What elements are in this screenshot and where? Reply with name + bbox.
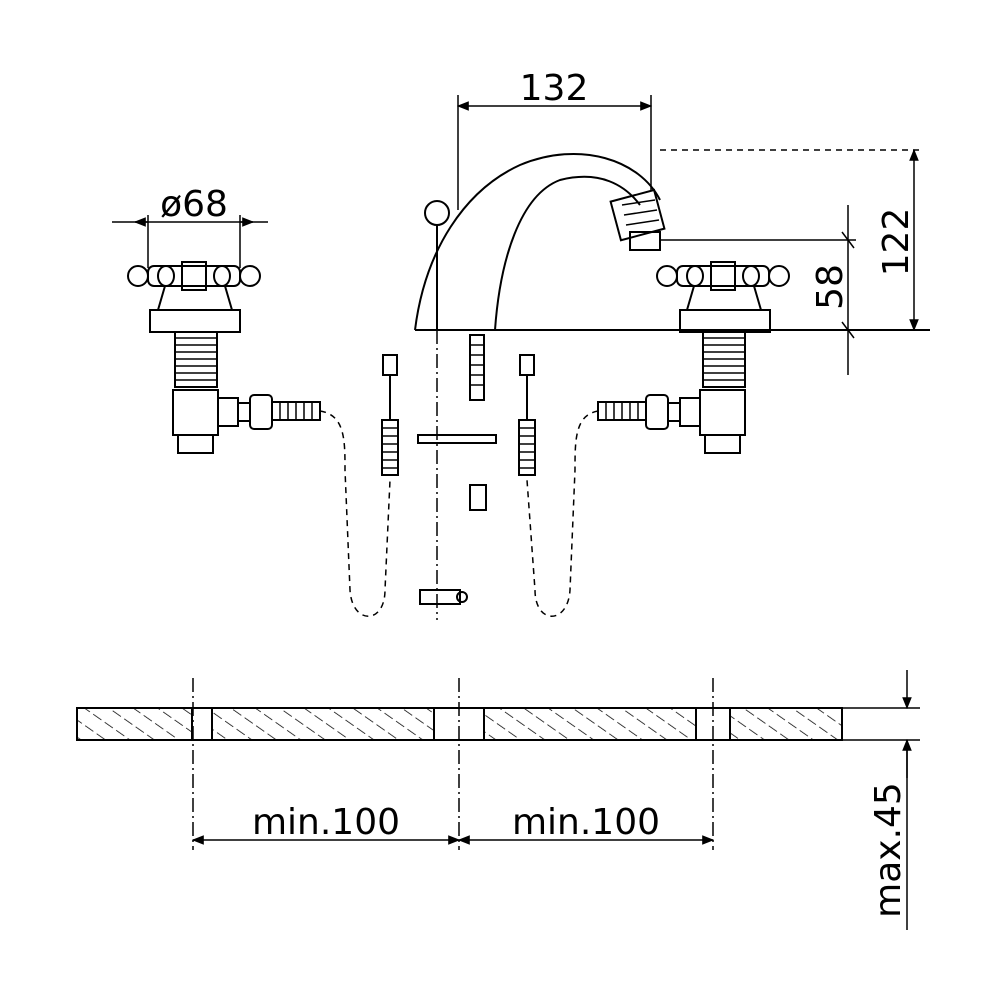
spout-body: [414, 153, 930, 331]
left-hose: [319, 410, 391, 617]
swivel-nozzle: [609, 188, 666, 251]
dim-handle-diameter: ø68: [112, 184, 268, 268]
deck-centerlines: [192, 678, 714, 850]
popup-rod: [417, 330, 497, 620]
dim-spacing-left-label: min.100: [252, 802, 400, 843]
right-handle: [597, 261, 790, 454]
left-hose-connector: [381, 354, 399, 476]
dim-spacing-left: min.100: [191, 802, 461, 845]
dim-handle-diameter-label: ø68: [160, 184, 228, 225]
dim-spout-height-label: 58: [810, 264, 851, 310]
dim-spout-reach: 132: [456, 68, 653, 210]
dim-spout-reach-label: 132: [520, 68, 589, 109]
right-hose: [526, 410, 599, 617]
dim-total-height: 122: [660, 148, 920, 332]
deck-section: [76, 707, 920, 741]
dim-spout-height: 58: [660, 205, 856, 375]
left-handle: [127, 261, 321, 454]
right-hose-connector: [518, 354, 536, 476]
dim-deck-thickness: max.45: [868, 670, 912, 930]
dim-spacing-right-label: min.100: [512, 802, 660, 843]
dim-total-height-label: 122: [876, 208, 917, 277]
dim-deck-thickness-label: max.45: [868, 782, 909, 918]
dim-spacing-right: min.100: [457, 802, 715, 845]
